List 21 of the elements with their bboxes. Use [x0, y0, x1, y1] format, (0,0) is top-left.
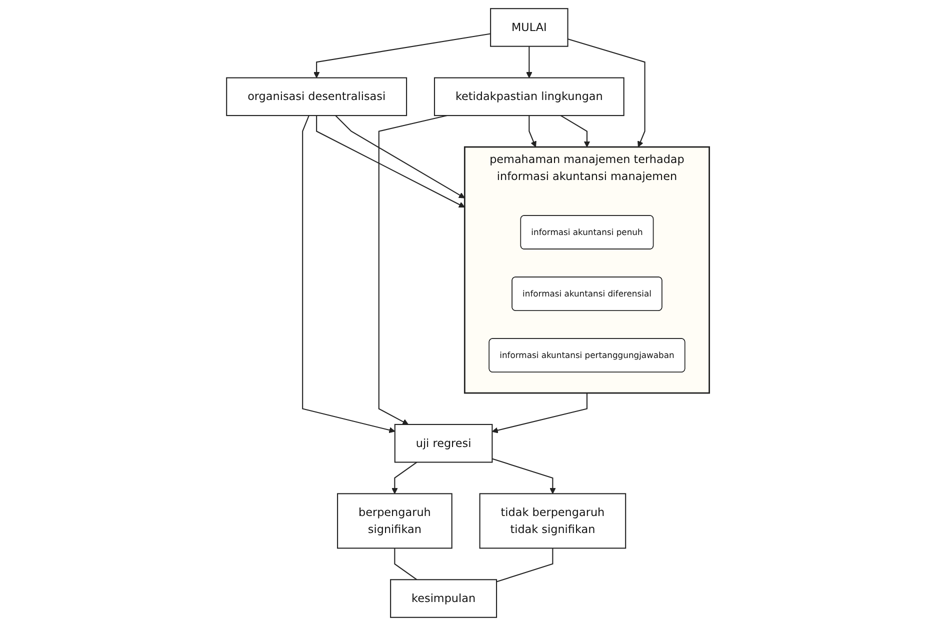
arrow — [526, 46, 532, 78]
node-box: MULAI — [490, 8, 568, 46]
arrow — [302, 114, 396, 433]
arrow — [492, 458, 556, 494]
arrow — [314, 32, 491, 78]
arrow — [560, 114, 590, 147]
node-box: ketidakpastian lingkungan — [434, 76, 624, 116]
arrow — [528, 115, 536, 147]
arrow — [316, 115, 465, 208]
node-box: tidak berpengaruh tidak signifikan — [479, 492, 626, 548]
connector — [394, 548, 418, 580]
node-box: berpengaruh signifikan — [337, 492, 452, 548]
node-box: kesimpulan — [390, 578, 498, 618]
node-box: organisasi desentralisasi — [226, 76, 408, 116]
arrow — [492, 392, 588, 433]
arrow — [378, 114, 448, 424]
arrow — [392, 461, 418, 494]
connector — [496, 548, 554, 582]
arrow — [335, 114, 465, 198]
node-box: uji regresi — [394, 423, 493, 462]
arrow — [568, 38, 646, 147]
